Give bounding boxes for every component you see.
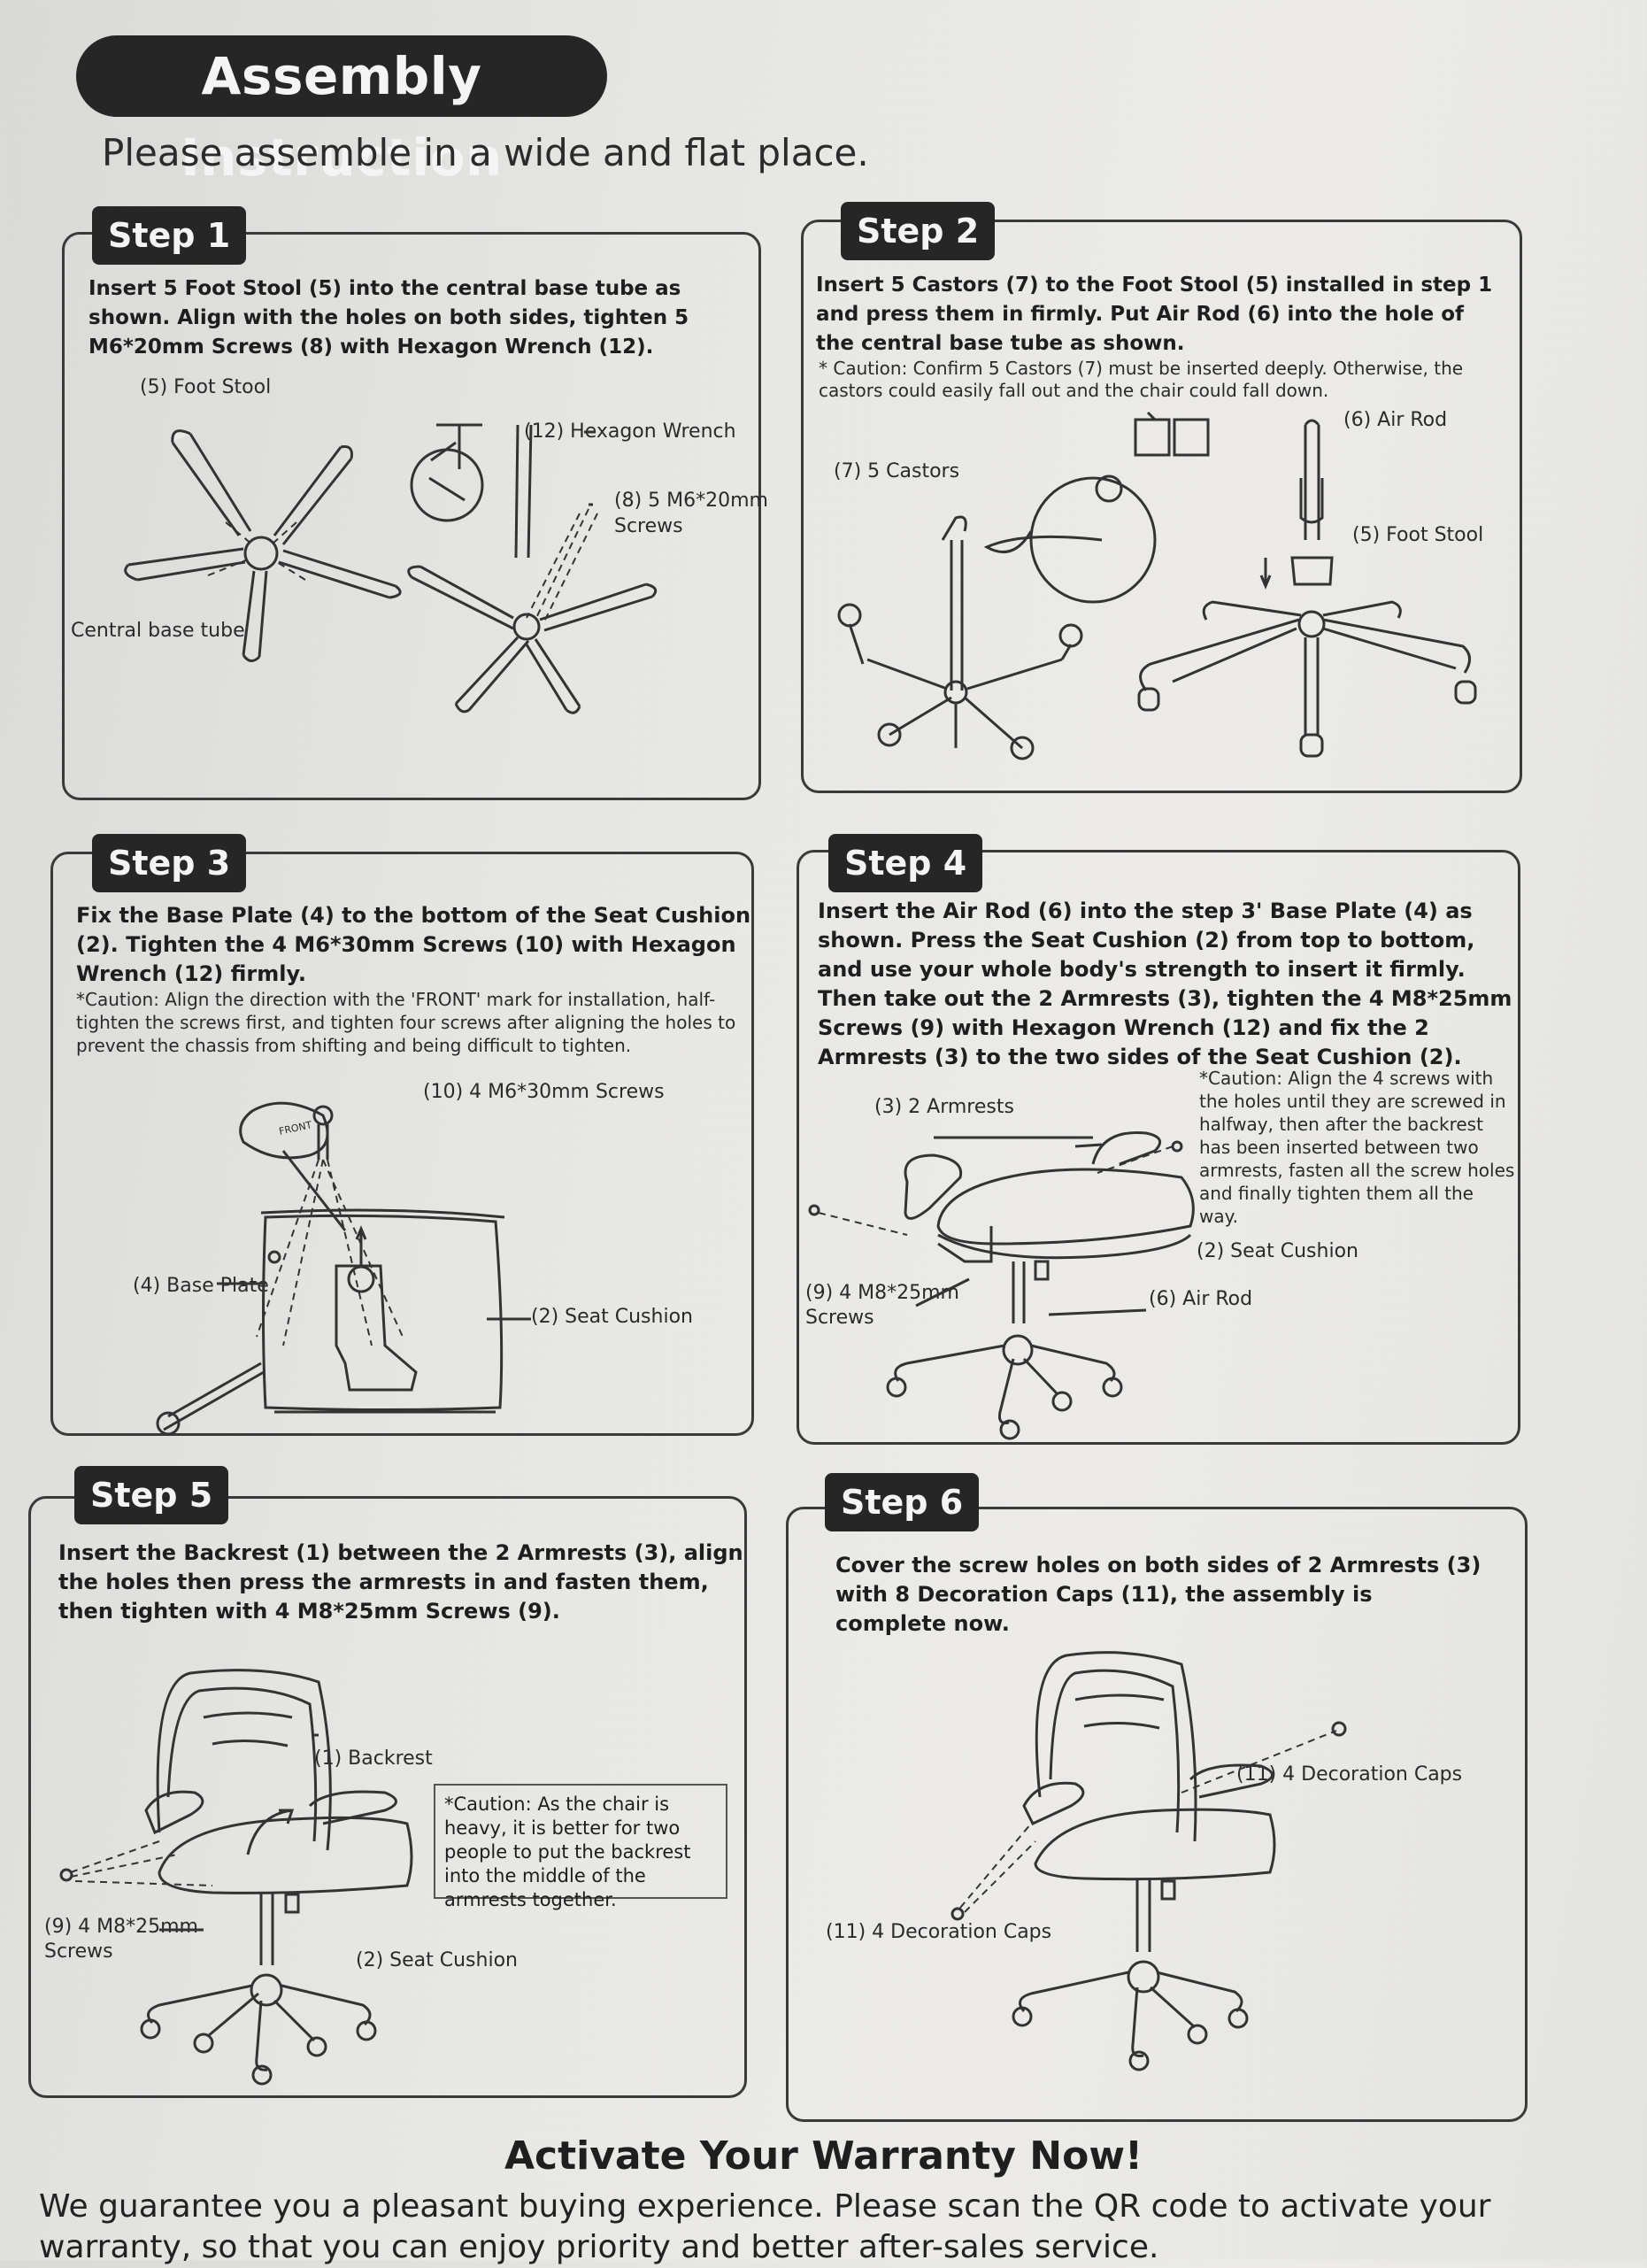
step-4-armrest-illustration: [808, 1130, 1195, 1440]
step-5-tab: Step 5: [74, 1466, 229, 1524]
step-1-label-hexagon-wrench: (12) Hexagon Wrench: [524, 420, 736, 443]
step-2-instruction: Insert 5 Castors (7) to the Foot Stool (…: [816, 274, 1493, 355]
step-5-label-screws: (9) 4 M8*25mm: [44, 1916, 198, 1938]
step-6-finished-chair-illustration: [950, 1651, 1347, 2071]
warranty-text: We guarantee you a pleasant buying exper…: [39, 2188, 1491, 2265]
step-2-panel: [801, 220, 1522, 793]
step-2-tab: Step 2: [841, 202, 996, 260]
step-6-tab: Step 6: [825, 1473, 980, 1531]
step-6-panel: [786, 1507, 1528, 2122]
step-3-label-screws: (10) 4 M6*30mm Screws: [423, 1081, 665, 1103]
step-1-panel: [62, 232, 761, 800]
step-5-caution-box: *Caution: As the chair is heavy, it is b…: [434, 1784, 727, 1910]
step-1-label-screws: (8) 5 M6*20mm: [614, 490, 768, 512]
step-4-caution: *Caution: Align the 4 screws with the ho…: [1199, 1068, 1515, 1227]
step-3-panel: [50, 852, 754, 1436]
step-2-caution: * Caution: Confirm 5 Castors (7) must be…: [819, 358, 1464, 401]
step-3-label-seat-cushion: (2) Seat Cushion: [531, 1306, 693, 1328]
step-6-instruction: Cover the screw holes on both sides of 2…: [835, 1553, 1482, 1636]
step-4-panel: [797, 850, 1520, 1445]
step-4-instruction: Insert the Air Rod (6) into the step 3' …: [818, 899, 1512, 1069]
step-4-tab: Step 4: [828, 834, 983, 892]
step-4-label-screws: (9) 4 M8*25mm: [805, 1282, 959, 1304]
step-5-backrest-illustration: [59, 1669, 413, 2086]
step-5-label-seat-cushion: (2) Seat Cushion: [356, 1949, 518, 1971]
step-1-base-illustration: [124, 423, 658, 714]
step-4-label-armrests: (3) 2 Armrests: [874, 1096, 1014, 1118]
step-2-castor-illustration: [837, 411, 1477, 760]
step-1-instruction: Insert 5 Foot Stool (5) into the central…: [89, 277, 689, 359]
step-1-label-central-base-tube: Central base tube: [71, 620, 245, 642]
step-3-caution: *Caution: Align the direction with the '…: [76, 989, 736, 1056]
step-6-label-decoration-caps-right: (11) 4 Decoration Caps: [1236, 1763, 1463, 1786]
step-3-label-base-plate: (4) Base Plate: [133, 1275, 269, 1297]
step-1-tab: Step 1: [92, 206, 247, 265]
step-6-label-decoration-caps-left: (11) 4 Decoration Caps: [826, 1921, 1052, 1943]
step-4-label-seat-cushion: (2) Seat Cushion: [1197, 1240, 1358, 1262]
step-5-label-screws-2: Screws: [44, 1940, 113, 1963]
step-5-instruction: Insert the Backrest (1) between the 2 Ar…: [58, 1540, 743, 1624]
step-5-label-backrest: (1) Backrest: [314, 1747, 433, 1770]
step-3-instruction: Fix the Base Plate (4) to the bottom of …: [76, 903, 751, 986]
page-subtitle: Please assemble in a wide and flat place…: [102, 131, 869, 174]
step-2-label-air-rod: (6) Air Rod: [1343, 409, 1448, 431]
step-3-base-plate-illustration: [156, 1101, 531, 1436]
step-2-label-castors: (7) 5 Castors: [834, 460, 960, 482]
step-1-label-foot-stool: (5) Foot Stool: [140, 376, 272, 398]
page-title: Assembly Instruction: [76, 35, 607, 188]
step-1-label-screws-2: Screws: [614, 515, 683, 537]
step-4-label-air-rod: (6) Air Rod: [1149, 1288, 1253, 1310]
warranty-title: Activate Your Warranty Now!: [504, 2133, 1143, 2179]
step-4-label-screws-2: Screws: [805, 1307, 874, 1329]
step-3-tab: Step 3: [92, 834, 247, 892]
step-2-label-foot-stool: (5) Foot Stool: [1352, 524, 1484, 546]
step-5-panel: [28, 1496, 747, 2098]
